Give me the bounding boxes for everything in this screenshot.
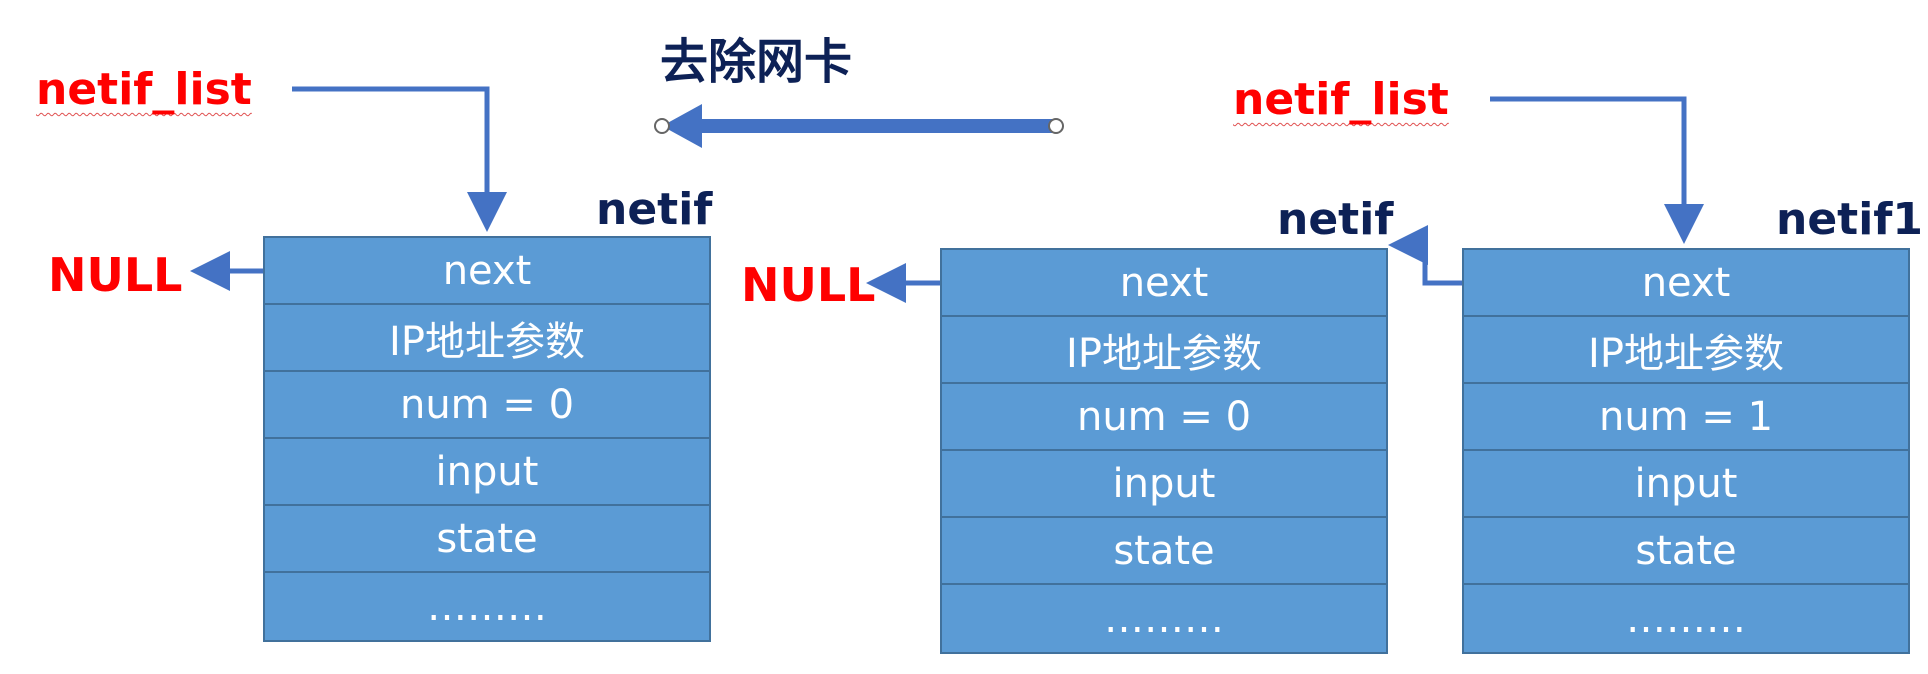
right-null-label: NULL <box>741 258 876 312</box>
right-netif-label: netif <box>1277 194 1394 245</box>
struct-row-state: state <box>265 506 709 573</box>
struct-row-state: state <box>1464 518 1908 585</box>
netif1-next-to-netif-arrow <box>1388 225 1462 286</box>
right-netif-struct: next IP地址参数 num = 0 input state ……… <box>940 248 1388 654</box>
struct-row-ip: IP地址参数 <box>1464 317 1908 384</box>
struct-row-more: ……… <box>1626 595 1746 642</box>
left-list-pointer-arrow <box>292 86 507 232</box>
left-netif-list-label: netif_list <box>36 64 252 115</box>
struct-row-input: input <box>265 439 709 506</box>
struct-row-next: next <box>265 238 709 305</box>
struct-row-next: next <box>942 250 1386 317</box>
right-netif1-struct: next IP地址参数 num = 1 input state ……… <box>1462 248 1910 654</box>
struct-row-input: input <box>1464 451 1908 518</box>
struct-row-ip: IP地址参数 <box>942 317 1386 384</box>
left-null-label: NULL <box>48 248 183 302</box>
right-netif-list-label: netif_list <box>1233 74 1449 125</box>
struct-row-ip: IP地址参数 <box>265 305 709 372</box>
struct-row-num: num = 0 <box>942 384 1386 451</box>
struct-row-more: ……… <box>1104 595 1224 642</box>
struct-row-num: num = 1 <box>1464 384 1908 451</box>
right-netif1-label: netif1 <box>1776 194 1924 245</box>
left-netif-label: netif <box>596 184 713 235</box>
struct-row-num: num = 0 <box>265 372 709 439</box>
struct-row-next: next <box>1464 250 1908 317</box>
struct-row-input: input <box>942 451 1386 518</box>
right-list-pointer-arrow <box>1490 96 1704 244</box>
remove-direction-arrow <box>654 104 1064 148</box>
diagram-title: 去除网卡 <box>660 34 853 90</box>
struct-row-state: state <box>942 518 1386 585</box>
struct-row-more: ……… <box>427 583 547 630</box>
left-netif-struct: next IP地址参数 num = 0 input state ……… <box>263 236 711 642</box>
